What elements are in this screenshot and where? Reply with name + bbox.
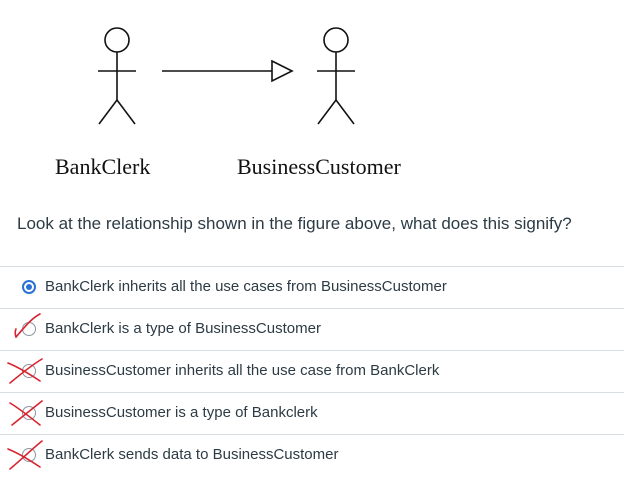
answer-option[interactable]: BankClerk is a type of BusinessCustomer xyxy=(0,308,624,350)
answer-label: BusinessCustomer inherits all the use ca… xyxy=(45,362,440,379)
answer-option[interactable]: BankClerk inherits all the use cases fro… xyxy=(0,266,624,308)
answer-label: BankClerk inherits all the use cases fro… xyxy=(45,278,447,295)
question-text: Look at the relationship shown in the fi… xyxy=(17,214,572,233)
diagram-graphic xyxy=(98,27,355,125)
answer-option[interactable]: BankClerk sends data to BusinessCustomer xyxy=(0,434,624,476)
use-case-diagram: BankClerk BusinessCustomer xyxy=(0,0,624,190)
actor-label-businesscustomer: BusinessCustomer xyxy=(237,154,401,179)
actor-businesscustomer-figure xyxy=(317,27,355,125)
generalization-arrow xyxy=(162,59,294,83)
actor-label-bankclerk: BankClerk xyxy=(55,154,151,179)
radio-button[interactable] xyxy=(22,364,36,378)
radio-button[interactable] xyxy=(22,448,36,462)
actor-bankclerk-figure xyxy=(98,27,136,125)
answer-option[interactable]: BusinessCustomer inherits all the use ca… xyxy=(0,350,624,392)
radio-button[interactable] xyxy=(22,406,36,420)
radio-button-selected[interactable] xyxy=(22,280,36,294)
answer-label: BankClerk sends data to BusinessCustomer xyxy=(45,446,339,463)
answer-label: BusinessCustomer is a type of Bankclerk xyxy=(45,404,318,421)
answer-option[interactable]: BusinessCustomer is a type of Bankclerk xyxy=(0,392,624,434)
radio-button[interactable] xyxy=(22,322,36,336)
answer-list: BankClerk inherits all the use cases fro… xyxy=(0,266,624,476)
answer-label: BankClerk is a type of BusinessCustomer xyxy=(45,320,321,337)
